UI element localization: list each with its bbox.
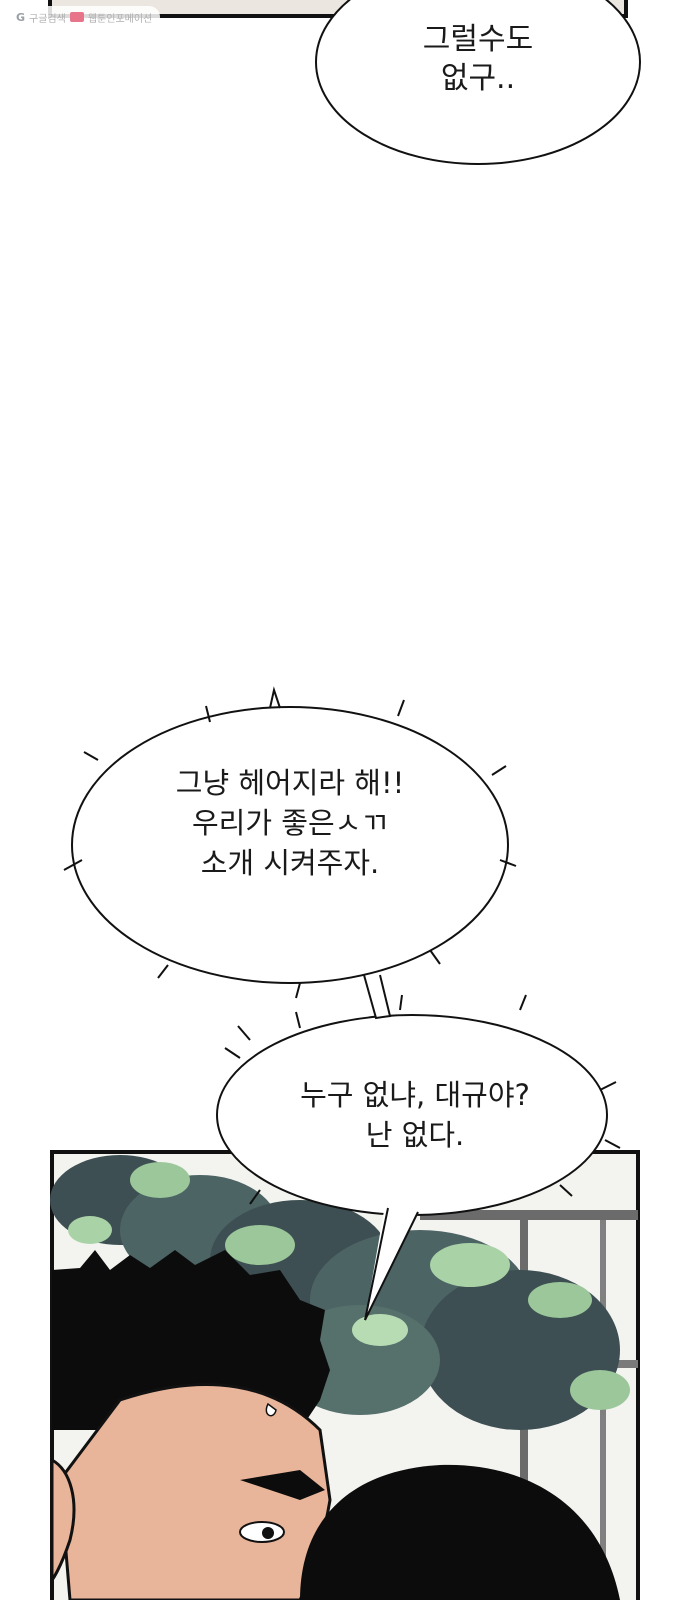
bubble-2-text: 그냥 헤어지라 해!! 우리가 좋은ㅅㄲ 소개 시켜주자. (110, 763, 470, 883)
foliage (50, 1155, 630, 1430)
bubble-1-line-2: 없구.. (440, 61, 516, 96)
bubble-3-text: 누구 없냐, 대규야? 난 없다. (250, 1075, 580, 1155)
watermark: G 구글검색 웹툰인포메이션 (8, 6, 161, 28)
bubble-1-line-1: 그럴수도 (422, 22, 534, 57)
bottom-panel (50, 1150, 640, 1600)
speech-bubble-3 (216, 994, 621, 1321)
watermark-left-text: 구글검색 (29, 13, 66, 25)
bubble-connector (363, 974, 392, 1020)
character-2 (300, 1464, 620, 1600)
watermark-right-text: 웹툰인포메이션 (87, 13, 153, 25)
speech-bubble-1 (315, 0, 641, 165)
character-1 (50, 1250, 332, 1600)
google-g-icon: G (16, 10, 26, 24)
speech-bubble-2 (63, 686, 517, 999)
bubble-2-line-1: 그냥 헤어지라 해!! (175, 766, 405, 800)
bubble-2-line-3: 소개 시켜주자. (200, 846, 380, 881)
bubble-1-text: 그럴수도 없구.. (378, 20, 578, 98)
bubble-3-line-2: 난 없다. (365, 1118, 465, 1153)
bubble-3-line-1: 누구 없냐, 대규야? (300, 1078, 530, 1112)
site-logo-icon (69, 12, 84, 22)
bubble-2-line-2: 우리가 좋은ㅅㄲ (192, 806, 388, 841)
